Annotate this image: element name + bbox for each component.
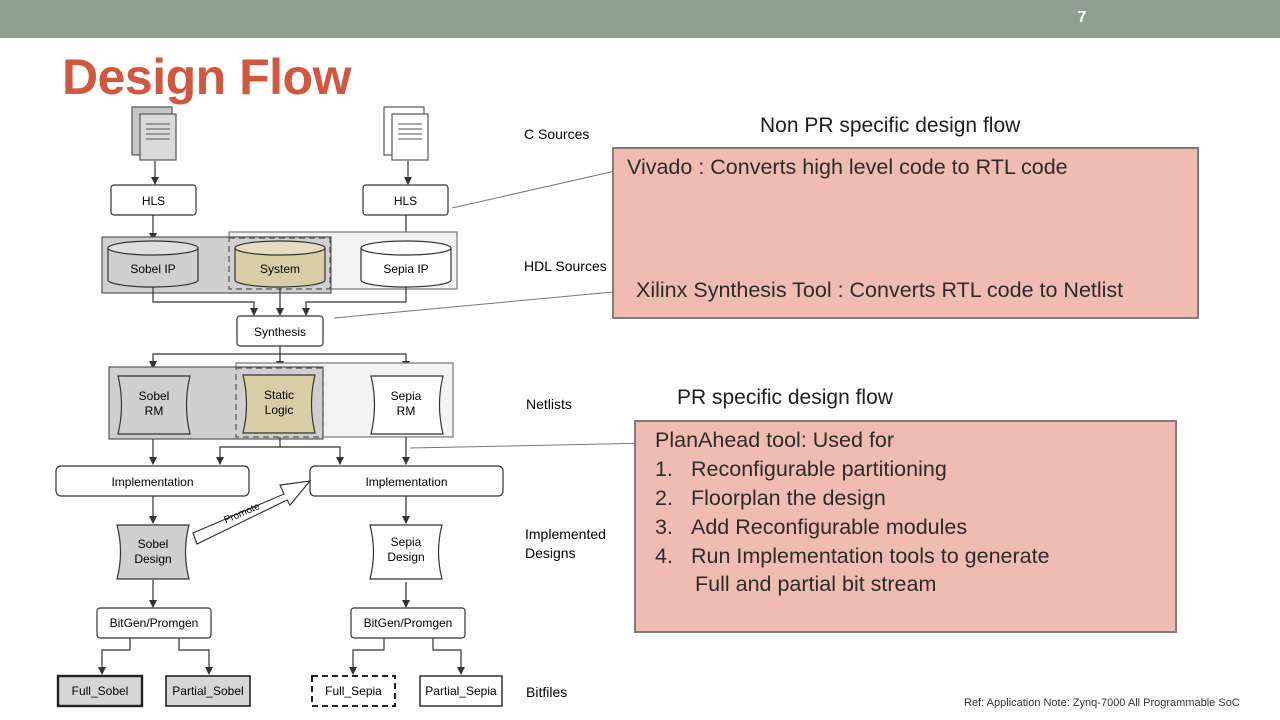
static-logic-line2: Logic xyxy=(265,403,294,417)
slide-title: Design Flow xyxy=(62,49,351,105)
sepia-rm-line2: RM xyxy=(397,404,416,418)
pr-intro: PlanAhead tool: Used for xyxy=(655,428,895,452)
full-sepia-box xyxy=(311,675,396,707)
hls-right-label: HLS xyxy=(394,194,417,208)
pr-item-3-text: Add Reconfigurable modules xyxy=(691,515,968,539)
pr-item-3-num: 3. xyxy=(655,515,673,539)
pr-item-1-num: 1. xyxy=(655,457,673,481)
sobel-design-shape xyxy=(116,524,190,580)
pr-item-4-num: 4. xyxy=(655,544,673,568)
stage-label-implemented-line2: Designs xyxy=(525,545,576,561)
system-label: System xyxy=(260,262,300,276)
bitgen-left-label: BitGen/Promgen xyxy=(110,616,199,630)
top-bar xyxy=(0,0,1280,38)
hls-left-label: HLS xyxy=(142,194,165,208)
sobel-design-line2: Design xyxy=(134,552,171,566)
pr-item-1-text: Reconfigurable partitioning xyxy=(691,457,947,481)
partial-sobel-box xyxy=(165,675,251,707)
bitgen-right-label: BitGen/Promgen xyxy=(364,616,453,630)
sobel-rm-line1: Sobel xyxy=(139,389,170,403)
sepia-rm-line1: Sepia xyxy=(391,389,422,403)
sobel-ip-cylinder xyxy=(107,240,199,288)
stage-label-hdl-sources: HDL Sources xyxy=(524,258,607,274)
non-pr-line1: Vivado : Converts high level code to RTL… xyxy=(627,155,1068,179)
pr-box xyxy=(634,420,1177,633)
non-pr-line2: Xilinx Synthesis Tool : Converts RTL cod… xyxy=(636,278,1124,302)
non-pr-heading: Non PR specific design flow xyxy=(760,114,1021,137)
stage-label-c-sources: C Sources xyxy=(524,126,589,142)
full-sobel-box xyxy=(56,674,144,708)
pr-item-2-num: 2. xyxy=(655,486,673,510)
partial-sepia-box xyxy=(419,675,503,707)
c-source-doc-right-icon xyxy=(383,106,429,161)
partial-sepia-label: Partial_Sepia xyxy=(425,684,497,698)
stage-label-bitfiles: Bitfiles xyxy=(526,684,567,700)
full-sobel-label: Full_Sobel xyxy=(72,684,129,698)
promote-arrow-icon xyxy=(192,480,312,545)
callout-arrow-vivado xyxy=(451,166,625,209)
bitgen-right-box xyxy=(350,607,466,639)
non-pr-box xyxy=(612,147,1199,319)
synthesis-label: Synthesis xyxy=(254,325,306,339)
sepia-design-line1: Sepia xyxy=(391,535,422,549)
implementation-left-label: Implementation xyxy=(111,475,193,489)
sepia-ip-cylinder xyxy=(360,240,452,288)
stage-label-implemented-line1: Implemented xyxy=(525,526,606,542)
sobel-rm-shape xyxy=(117,375,191,435)
sobel-design-line1: Sobel xyxy=(138,537,169,551)
callout-arrow-planahead xyxy=(409,439,653,449)
pr-item-4-continuation: Full and partial bit stream xyxy=(695,572,937,596)
pr-item-4-text: Run Implementation tools to generate xyxy=(691,544,1050,568)
pr-item-2-text: Floorplan the design xyxy=(691,486,886,510)
pr-heading: PR specific design flow xyxy=(677,386,893,409)
bitgen-left-box xyxy=(96,607,212,639)
full-sepia-label: Full_Sepia xyxy=(325,684,382,698)
stage-label-netlists: Netlists xyxy=(526,396,572,412)
sepia-design-line2: Design xyxy=(387,550,424,564)
sepia-design-shape xyxy=(369,524,443,580)
reference-note: Ref: Application Note: Zynq-7000 All Pro… xyxy=(964,697,1240,709)
sepia-rm-shape xyxy=(370,375,444,435)
implementation-right-label: Implementation xyxy=(365,475,447,489)
callout-arrow-synthesis xyxy=(333,287,625,319)
static-logic-line1: Static xyxy=(264,388,294,402)
sobel-rm-line2: RM xyxy=(145,404,164,418)
sepia-ip-label: Sepia IP xyxy=(383,262,428,276)
system-cylinder xyxy=(234,240,326,288)
slide-number: 7 xyxy=(1077,9,1087,26)
sobel-ip-label: Sobel IP xyxy=(130,262,175,276)
c-source-doc-left-icon xyxy=(131,106,177,161)
partial-sobel-label: Partial_Sobel xyxy=(172,684,243,698)
static-logic-shape xyxy=(242,374,316,434)
